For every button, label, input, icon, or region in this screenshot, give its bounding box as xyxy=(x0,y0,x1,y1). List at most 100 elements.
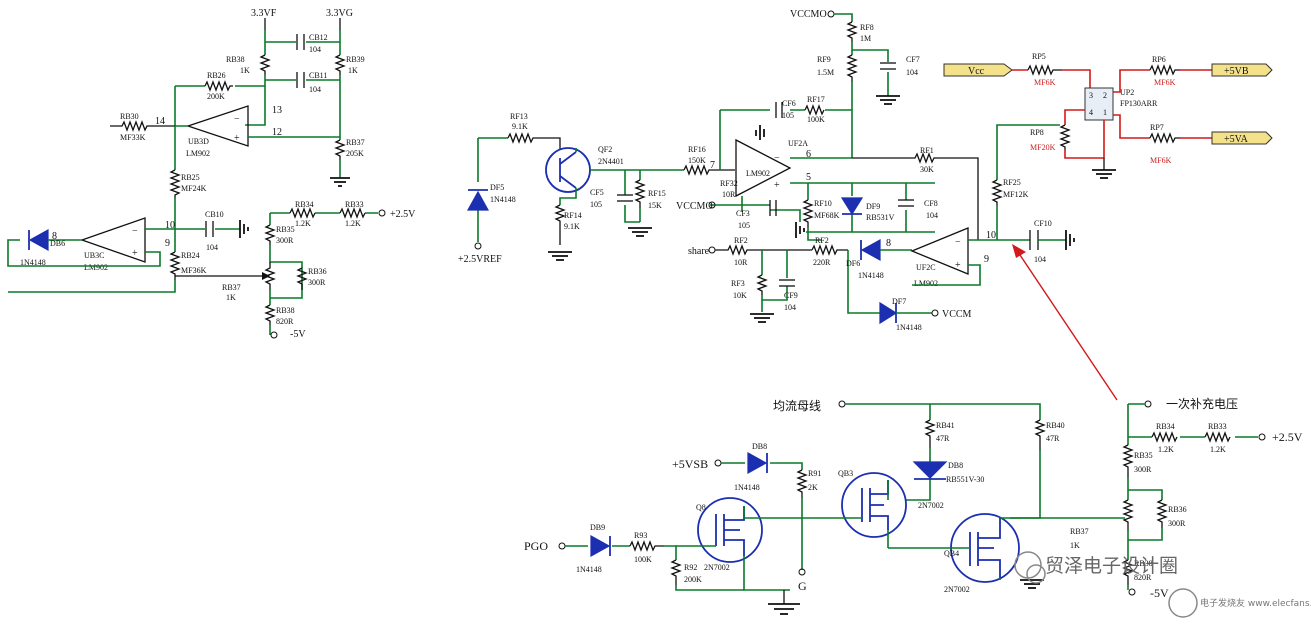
diode-db6 xyxy=(28,228,82,252)
res-rf32-ref: RF32 xyxy=(720,179,738,188)
res-rf10-val: 30K xyxy=(920,165,934,174)
mosfet-qb4-ref: QB4 xyxy=(944,549,959,558)
opamp-uf2a-ref: UF2A xyxy=(788,139,808,148)
bottom-minus-supply: -5V xyxy=(1150,586,1169,600)
res-rb34-ref: RB34 xyxy=(295,200,314,209)
res-rb41-ref: RB41 xyxy=(936,421,955,430)
res-rb38-val: 1K xyxy=(240,66,250,75)
res-rb33-val: 1.2K xyxy=(345,219,361,228)
res-rb38c-ref: RB38 xyxy=(1134,559,1153,568)
res-rf10-ref: RF1 xyxy=(920,146,934,155)
label-vccmo-top: VCCMO xyxy=(790,9,827,20)
res-rb39-ref: RB39 xyxy=(346,55,365,64)
pin-13: 13 xyxy=(272,105,282,116)
res-rb38b-val: 820R xyxy=(276,317,294,326)
res-rb37b-ref: RB37 xyxy=(222,283,241,292)
vcc-tag xyxy=(943,63,1013,77)
res-rp6-val: MF6K xyxy=(1154,78,1176,87)
svg-text:+: + xyxy=(955,260,961,271)
diode-df6-val: 1N4148 xyxy=(858,271,884,280)
res-r92-val: 200K xyxy=(684,575,702,584)
cap-cb11-val: 104 xyxy=(309,85,321,94)
mosfet-qb3-val: 2N7002 xyxy=(918,501,944,510)
cap-cf9-ref: CF9 xyxy=(784,291,798,300)
res-rb41-val: 47R xyxy=(936,434,950,443)
top-left-plus-supply: +2.5V xyxy=(390,209,416,220)
res-rf25-ref: RF25 xyxy=(1003,178,1021,187)
res-rb37-ref: RB37 xyxy=(346,138,365,147)
cap-cf5-val: 105 xyxy=(590,200,602,209)
label-vccmo-mid: VCCMO xyxy=(676,201,713,212)
highlight-arrow xyxy=(1017,251,1118,401)
res-rf9-val: 1.5M xyxy=(817,68,834,77)
res-rf17-val: 100K xyxy=(807,115,825,124)
svg-text:−: − xyxy=(774,153,780,164)
res-rb36-val: 300R xyxy=(308,278,326,287)
res-rb35-val: 300R xyxy=(276,236,294,245)
label-pgo: PGO xyxy=(524,539,548,553)
res-rf2a-val: 10R xyxy=(734,258,748,267)
ic-up2-val: FP130ARR xyxy=(1120,99,1158,108)
diode-df7-ref: DF7 xyxy=(892,297,906,306)
diode-db9-val: 1N4148 xyxy=(576,565,602,574)
res-rf13-ref: RF13 xyxy=(510,112,528,121)
res-r93-val: 100K xyxy=(634,555,652,564)
top-right-block: Vcc RP5 MF6K 3 4 2 1 UP2 FP130ARR RP6 MF… xyxy=(943,52,1273,179)
rail-3v3g: 3.3VG xyxy=(326,8,353,19)
res-rf9-ref: RF9 xyxy=(817,55,831,64)
pin-9: 9 xyxy=(165,238,170,249)
bottom-block: 均流母线 RB41 47R RB40 47R DB8 RB551V-30 QB3… xyxy=(524,396,1303,615)
res-rb26-ref: RB26 xyxy=(207,71,226,80)
pin-8-mid: 8 xyxy=(886,238,891,249)
res-rf32-val: 10R xyxy=(722,190,736,199)
res-rf25-val: MF12K xyxy=(1003,190,1029,199)
res-rb37-val: 205K xyxy=(346,149,364,158)
label-25vref: +2.5VREF xyxy=(458,254,502,265)
res-rp8-val: MF20K xyxy=(1030,143,1056,152)
cap-cb10-val: 104 xyxy=(206,243,218,252)
pin-10-mid: 10 xyxy=(986,230,996,241)
diode-df9-ref: DF9 xyxy=(866,202,880,211)
res-rf3-ref: RF3 xyxy=(731,279,745,288)
pin-12: 12 xyxy=(272,127,282,138)
top-left-minus-supply: -5V xyxy=(290,329,306,340)
label-share: share xyxy=(688,246,710,257)
label-primary-comp-voltage: 一次补充电压 xyxy=(1166,396,1238,411)
mosfet-qb3 xyxy=(841,472,907,538)
res-rf3-val: 10K xyxy=(733,291,747,300)
opamp-ub3d-val: LM902 xyxy=(186,149,210,158)
cap-cf6-ref: CF6 xyxy=(782,99,796,108)
cap-cb12-ref: CB12 xyxy=(309,33,328,42)
opamp-ub3c-val: LM902 xyxy=(84,263,108,272)
ic-pin-4: 4 xyxy=(1089,108,1093,117)
diode-df5-val: 1N4148 xyxy=(490,195,516,204)
pin-5: 5 xyxy=(806,172,811,183)
res-rb39-val: 1K xyxy=(348,66,358,75)
pin-14: 14 xyxy=(155,116,165,127)
res-rf2a-ref: RF2 xyxy=(734,236,748,245)
res-rb40-ref: RB40 xyxy=(1046,421,1065,430)
diode-df6-ref: DF6 xyxy=(846,259,860,268)
transistor-qf2-ref: QF2 xyxy=(598,145,612,154)
res-rb37c-ref: RB37 xyxy=(1070,527,1089,536)
res-rb34-val: 1.2K xyxy=(295,219,311,228)
res-rb24-val: MF36K xyxy=(181,266,207,275)
res-rb35b-val: 300R xyxy=(1134,465,1152,474)
res-rb38b-ref: RB38 xyxy=(276,306,295,315)
svg-text:+: + xyxy=(234,133,240,144)
cap-cf9-val: 104 xyxy=(784,303,796,312)
opamp-uf2c xyxy=(910,227,969,275)
label-current-share-bus: 均流母线 xyxy=(773,399,821,413)
res-rp7-ref: RP7 xyxy=(1150,123,1164,132)
svg-text:+: + xyxy=(774,180,780,191)
diode-df9-val: RB531V xyxy=(866,213,895,222)
res-rf16-val: 150K xyxy=(688,156,706,165)
out-a-tag xyxy=(1211,131,1273,145)
elecfans-logo-icon xyxy=(1168,588,1198,618)
cap-cf3-ref: CF3 xyxy=(736,209,750,218)
res-rb34b-ref: RB34 xyxy=(1156,422,1175,431)
res-rp8-ref: RP8 xyxy=(1030,128,1044,137)
res-rp6-ref: RP6 xyxy=(1152,55,1166,64)
diode-db8b-val: RB551V-30 xyxy=(946,475,984,484)
res-rf16-ref: RF16 xyxy=(688,145,706,154)
